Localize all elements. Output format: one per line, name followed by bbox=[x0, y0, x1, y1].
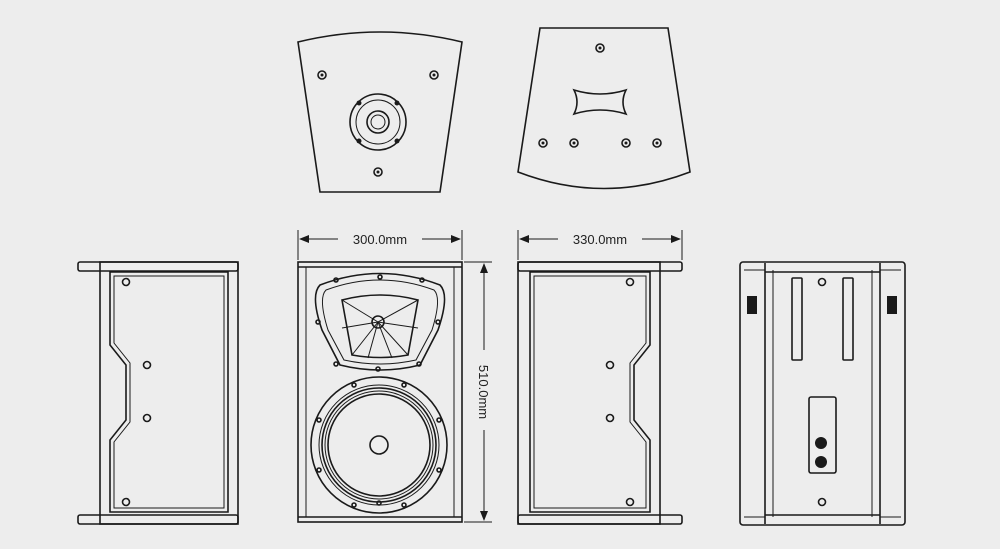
front-view bbox=[297, 261, 463, 523]
left-side-view bbox=[77, 261, 239, 525]
front-height-dimension: 510.0mm bbox=[464, 261, 492, 523]
side-depth-dimension: 330.0mm bbox=[517, 230, 683, 260]
tweeter-mount bbox=[349, 93, 407, 151]
connector-icon bbox=[815, 437, 827, 449]
front-width-dimension: 300.0mm bbox=[297, 230, 463, 260]
front-width-label: 300.0mm bbox=[353, 232, 407, 247]
bottom-view bbox=[517, 27, 691, 190]
side-depth-label: 330.0mm bbox=[573, 232, 627, 247]
top-view bbox=[297, 31, 463, 193]
rear-view bbox=[739, 261, 906, 526]
connector-icon bbox=[815, 456, 827, 468]
right-side-view bbox=[517, 261, 683, 525]
woofer bbox=[310, 376, 448, 514]
horn-waveguide bbox=[314, 272, 446, 372]
front-height-label: 510.0mm bbox=[476, 365, 491, 419]
mount-holes bbox=[317, 70, 439, 177]
handle bbox=[572, 88, 628, 116]
input-panel bbox=[808, 396, 837, 474]
